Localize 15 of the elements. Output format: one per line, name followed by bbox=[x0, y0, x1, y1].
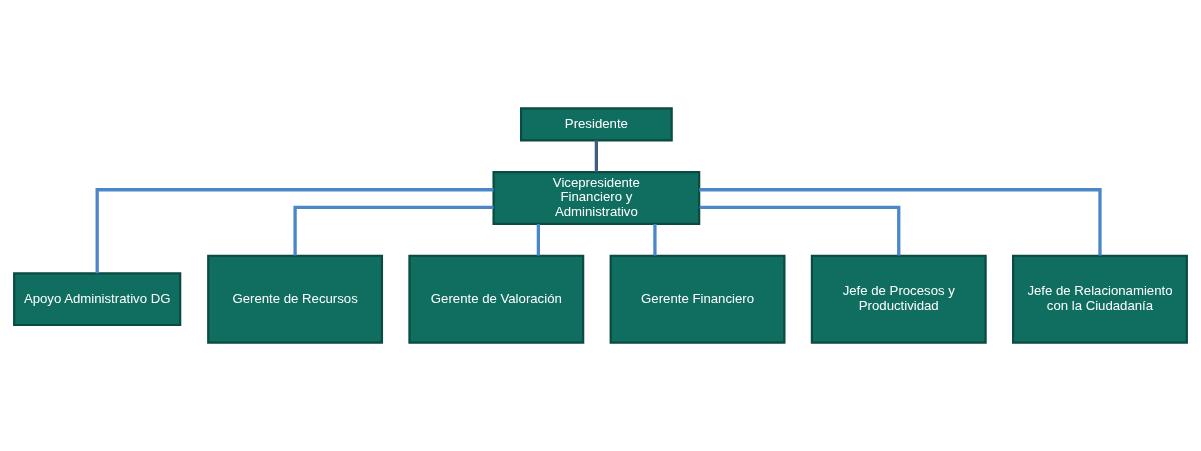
connector bbox=[95, 188, 494, 274]
node-box: Apoyo Administrativo DG bbox=[13, 272, 182, 327]
node-box: Gerente de Recursos bbox=[207, 254, 384, 344]
node-box: Presidente bbox=[519, 107, 673, 142]
node-box: Jefe de Procesos y Productividad bbox=[810, 254, 987, 344]
connector bbox=[699, 188, 1102, 256]
connector bbox=[653, 224, 657, 256]
connector bbox=[699, 205, 901, 256]
connector bbox=[536, 224, 541, 256]
node-box: Gerente Financiero bbox=[609, 254, 786, 344]
node-box: Vicepresidente Financiero y Administrativo bbox=[492, 171, 701, 225]
node-box: Jefe de Relacionamiento con la Ciudadanía bbox=[1012, 254, 1188, 344]
connector bbox=[293, 205, 494, 256]
node-box: Gerente de Valoración bbox=[408, 254, 585, 344]
connector bbox=[594, 140, 599, 172]
